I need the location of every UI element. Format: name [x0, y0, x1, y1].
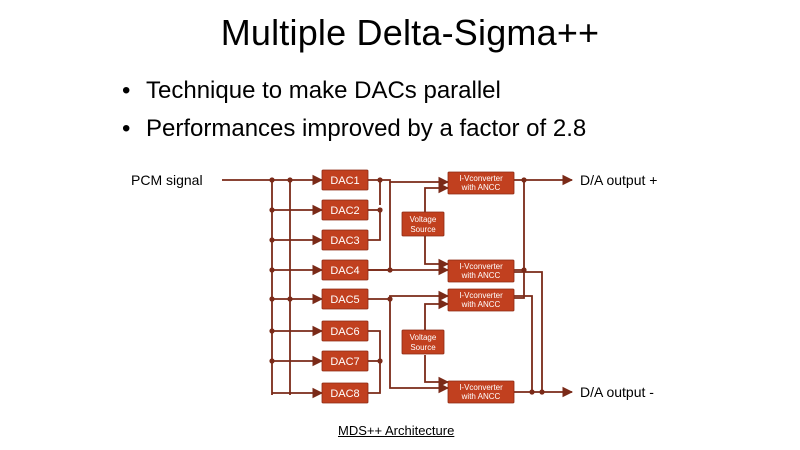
junction-dot	[269, 328, 275, 334]
dac5-block: DAC5	[321, 288, 369, 310]
dac2-label: DAC2	[330, 205, 359, 217]
lower-group-to-conv4	[389, 299, 450, 394]
slide-title: Multiple Delta-Sigma++	[220, 12, 600, 53]
junction-dot	[287, 296, 293, 302]
vsource2-to-conv3	[424, 298, 450, 330]
dac4-block: DAC4	[321, 259, 369, 281]
dac5-label: DAC5	[330, 294, 359, 306]
junction-dots	[269, 177, 545, 395]
output-plus-label: D/A output +	[580, 172, 657, 188]
conv3-to-minus	[514, 295, 533, 392]
iv-converter-line2: with ANCC	[461, 183, 501, 192]
dac6-block: DAC6	[321, 320, 369, 342]
dac3-block: DAC3	[321, 229, 369, 251]
dac6-out	[368, 330, 381, 361]
vsource2-to-conv4	[424, 355, 450, 388]
dac1-out	[368, 179, 381, 205]
dac8-block: DAC8	[321, 382, 369, 404]
pcm-signal-label: PCM signal	[131, 172, 203, 188]
vsource1-to-conv1	[424, 182, 450, 212]
junction-dot	[377, 207, 383, 213]
dac7-block: DAC7	[321, 350, 369, 372]
iv-converter-4: I-Vconverter with ANCC	[447, 380, 515, 404]
conv2-to-minus	[514, 271, 543, 392]
voltage-source-line1: Voltage	[410, 215, 437, 224]
upper-group-to-conv1	[380, 176, 450, 188]
bullet-item: • Technique to make DACs parallel	[122, 72, 586, 110]
wire-layer	[222, 174, 574, 399]
junction-dot	[521, 267, 527, 273]
iv-converter-3: I-Vconverter with ANCC	[447, 288, 515, 312]
voltage-source-line2: Source	[410, 225, 436, 234]
junction-dot	[539, 389, 545, 395]
junction-dot	[377, 177, 383, 183]
junction-dot	[287, 177, 293, 183]
bullet-dot-icon: •	[122, 77, 131, 104]
dac6-label: DAC6	[330, 326, 359, 338]
conv2-to-plus	[514, 180, 525, 271]
dac3-out	[368, 210, 381, 241]
junction-dot	[521, 177, 527, 183]
dac1-label: DAC1	[330, 175, 359, 187]
iv-converter-line1: I-Vconverter	[459, 174, 503, 183]
dac7-label: DAC7	[330, 356, 359, 368]
junction-dot	[377, 358, 383, 364]
iv-converter-line2: with ANCC	[461, 300, 501, 309]
voltage-source-line1: Voltage	[410, 333, 437, 342]
iv-converter-line1: I-Vconverter	[459, 383, 503, 392]
junction-dot	[387, 296, 393, 302]
dac2-block: DAC2	[321, 199, 369, 221]
bullet-item: • Performances improved by a factor of 2.…	[122, 110, 586, 148]
junction-dot	[269, 177, 275, 183]
dac8-label: DAC8	[330, 388, 359, 400]
iv-converter-2: I-Vconverter with ANCC	[447, 259, 515, 283]
junction-dot	[269, 267, 275, 273]
dac1-block: DAC1	[321, 169, 369, 191]
voltage-source-upper: Voltage Source	[401, 211, 445, 237]
junction-dot	[529, 389, 535, 395]
bullet-text: Performances improved by a factor of 2.8	[146, 115, 587, 142]
dac4-label: DAC4	[330, 265, 359, 277]
iv-converter-line1: I-Vconverter	[459, 262, 503, 271]
iv-converter-line2: with ANCC	[461, 271, 501, 280]
bullet-dot-icon: •	[122, 115, 131, 142]
iv-converter-line1: I-Vconverter	[459, 291, 503, 300]
junction-dot	[269, 237, 275, 243]
dac8-out	[368, 361, 381, 394]
dac4-out	[368, 182, 391, 271]
voltage-source-line2: Source	[410, 343, 436, 352]
dac3-label: DAC3	[330, 235, 359, 247]
voltage-source-lower: Voltage Source	[401, 329, 445, 355]
junction-dot	[269, 296, 275, 302]
junction-dot	[269, 358, 275, 364]
junction-dot	[387, 267, 393, 273]
diagram-caption: MDS++ Architecture	[338, 423, 455, 438]
iv-converter-line2: with ANCC	[461, 392, 501, 401]
iv-converter-1: I-Vconverter with ANCC	[447, 171, 515, 195]
bullet-list: • Technique to make DACs parallel • Perfor…	[122, 72, 586, 148]
vsource1-to-conv2	[424, 236, 450, 270]
junction-dot	[269, 207, 275, 213]
output-minus-label: D/A output -	[580, 384, 654, 400]
conv3-to-plus	[514, 270, 525, 299]
dac5-to-conv3	[368, 290, 450, 302]
bullet-text: Technique to make DACs parallel	[146, 77, 501, 104]
